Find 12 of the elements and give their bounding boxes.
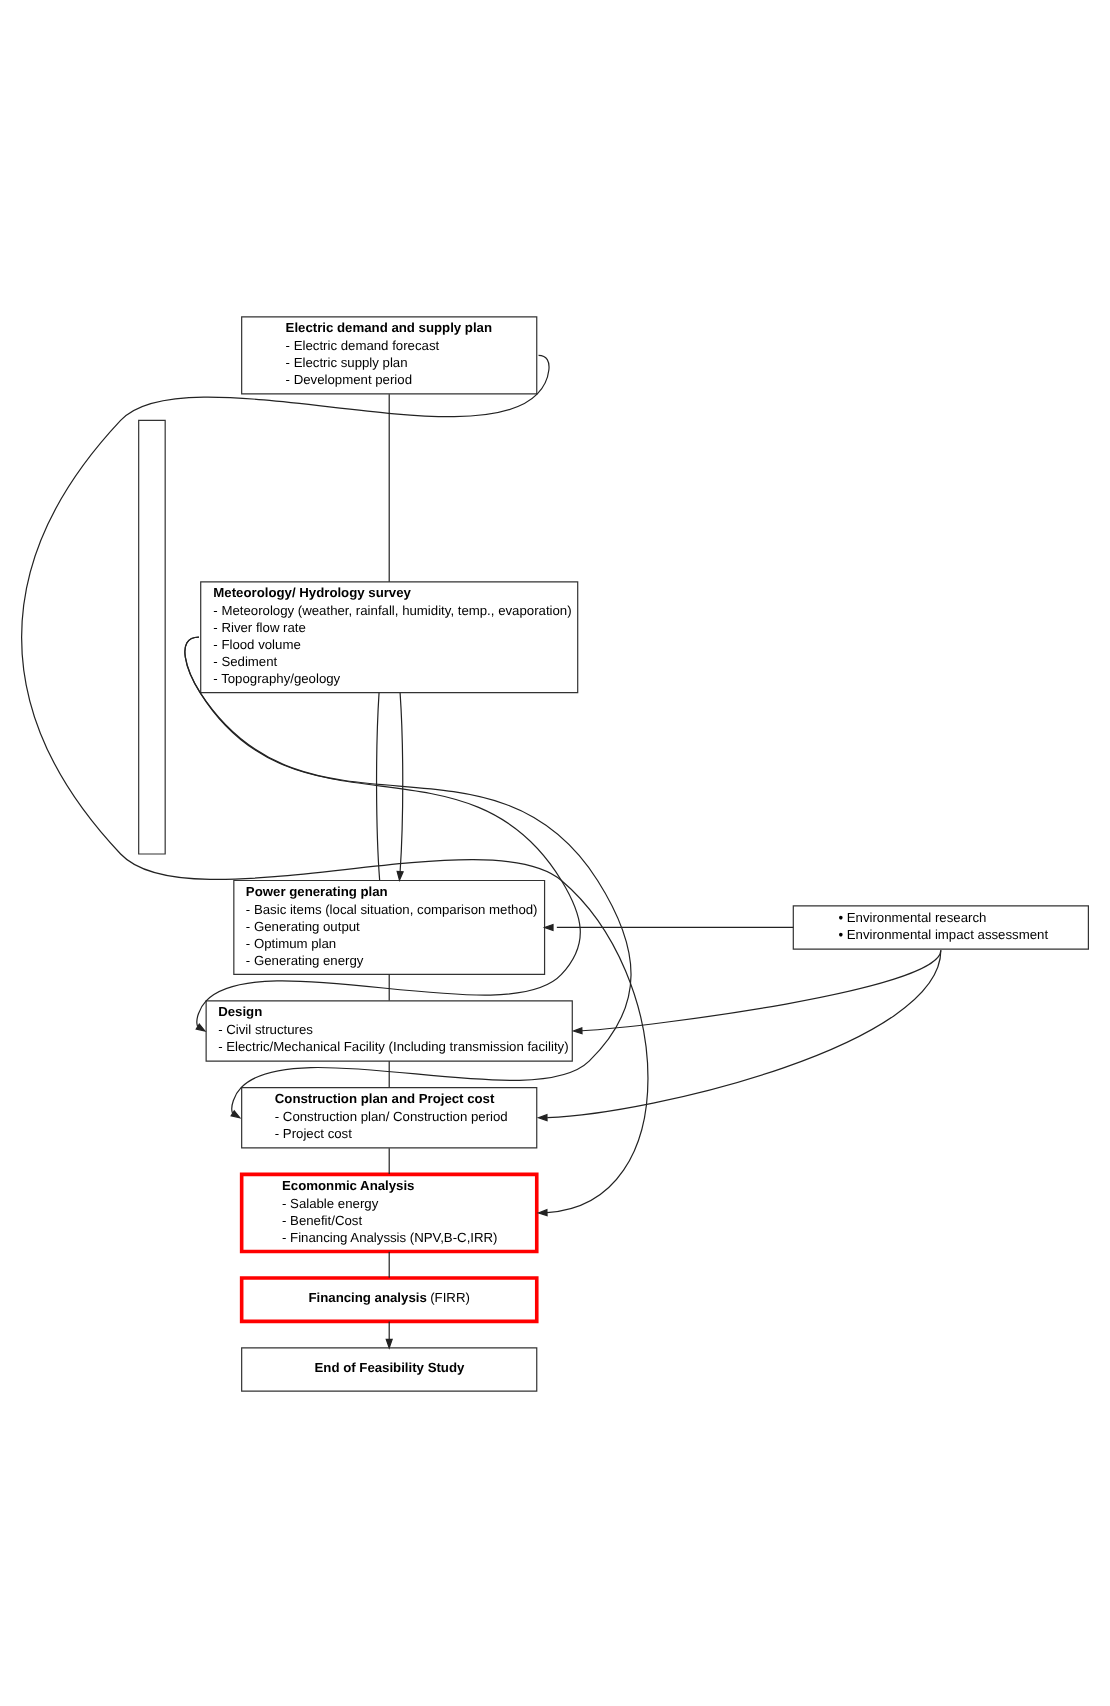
- connector: [388, 972, 390, 1000]
- arrow: [396, 691, 404, 881]
- connector: [388, 1059, 390, 1087]
- connector: [388, 392, 390, 582]
- connector: [388, 1146, 390, 1174]
- arrow: [184, 635, 632, 1118]
- node-box: [138, 418, 166, 854]
- arrow: [542, 922, 794, 931]
- arrow: [536, 948, 942, 1121]
- arrow: [571, 948, 942, 1034]
- connector: [375, 691, 381, 880]
- connector: [388, 1250, 390, 1278]
